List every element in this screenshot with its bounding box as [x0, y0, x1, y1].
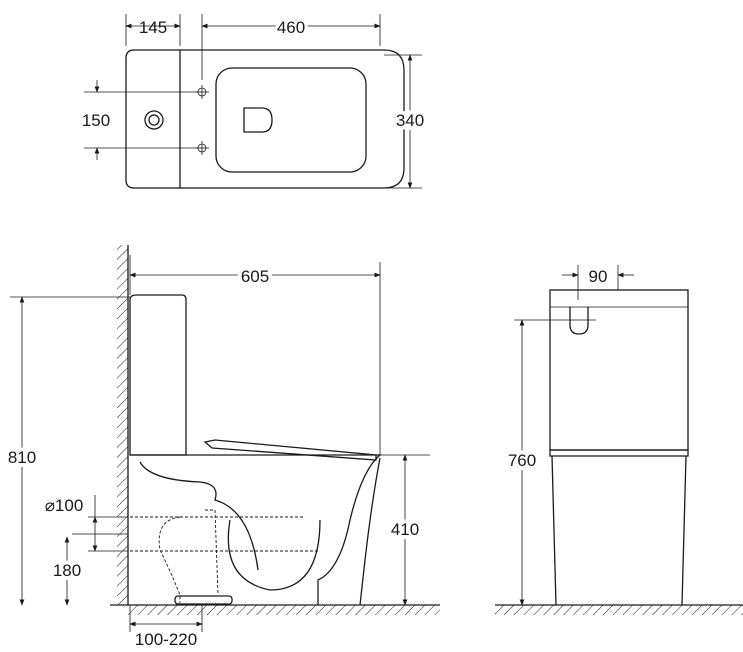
floor-hatch: [128, 605, 440, 615]
dim-410: 410: [391, 520, 419, 539]
front-view: 90 760: [495, 265, 743, 615]
front-floor-hatch: [495, 605, 743, 615]
dim-810: 810: [8, 448, 36, 467]
top-bowl-outline: [180, 49, 405, 189]
side-bowl-outline: [130, 454, 382, 606]
dim-90: 90: [589, 267, 608, 286]
dim-100-220: 100-220: [135, 630, 197, 649]
top-bowl-opening: [215, 67, 367, 173]
front-flush-button-icon: [569, 307, 589, 335]
front-tank: [549, 289, 689, 451]
dim-340: 340: [396, 111, 424, 130]
wall-hatch: [117, 245, 128, 605]
side-view: 605 810 410 ⌀100 180 100-220: [4, 245, 440, 649]
flush-button-icon: [144, 110, 164, 130]
side-outlet-hidden: [130, 509, 320, 603]
side-floor-flange: [174, 595, 233, 605]
dim-605: 605: [241, 267, 269, 286]
dim-outlet-diameter: ⌀100: [45, 496, 84, 515]
top-tank-outline: [125, 49, 181, 189]
dim-145: 145: [139, 18, 167, 37]
side-trapway: [227, 519, 321, 591]
dim-460: 460: [277, 18, 305, 37]
side-trap: [139, 461, 259, 571]
side-seat: [203, 439, 377, 461]
inlet-crosshair-icon: [195, 85, 209, 155]
front-seat: [549, 449, 689, 457]
dim-180: 180: [53, 561, 81, 580]
seat-hinge-icon: [243, 107, 273, 133]
side-tank: [129, 294, 187, 456]
flush-button-inner: [148, 114, 160, 126]
dim-150: 150: [82, 111, 110, 130]
dim-760: 760: [508, 451, 536, 470]
front-bowl: [551, 455, 687, 606]
top-view: 145 460 340 150: [82, 14, 428, 189]
